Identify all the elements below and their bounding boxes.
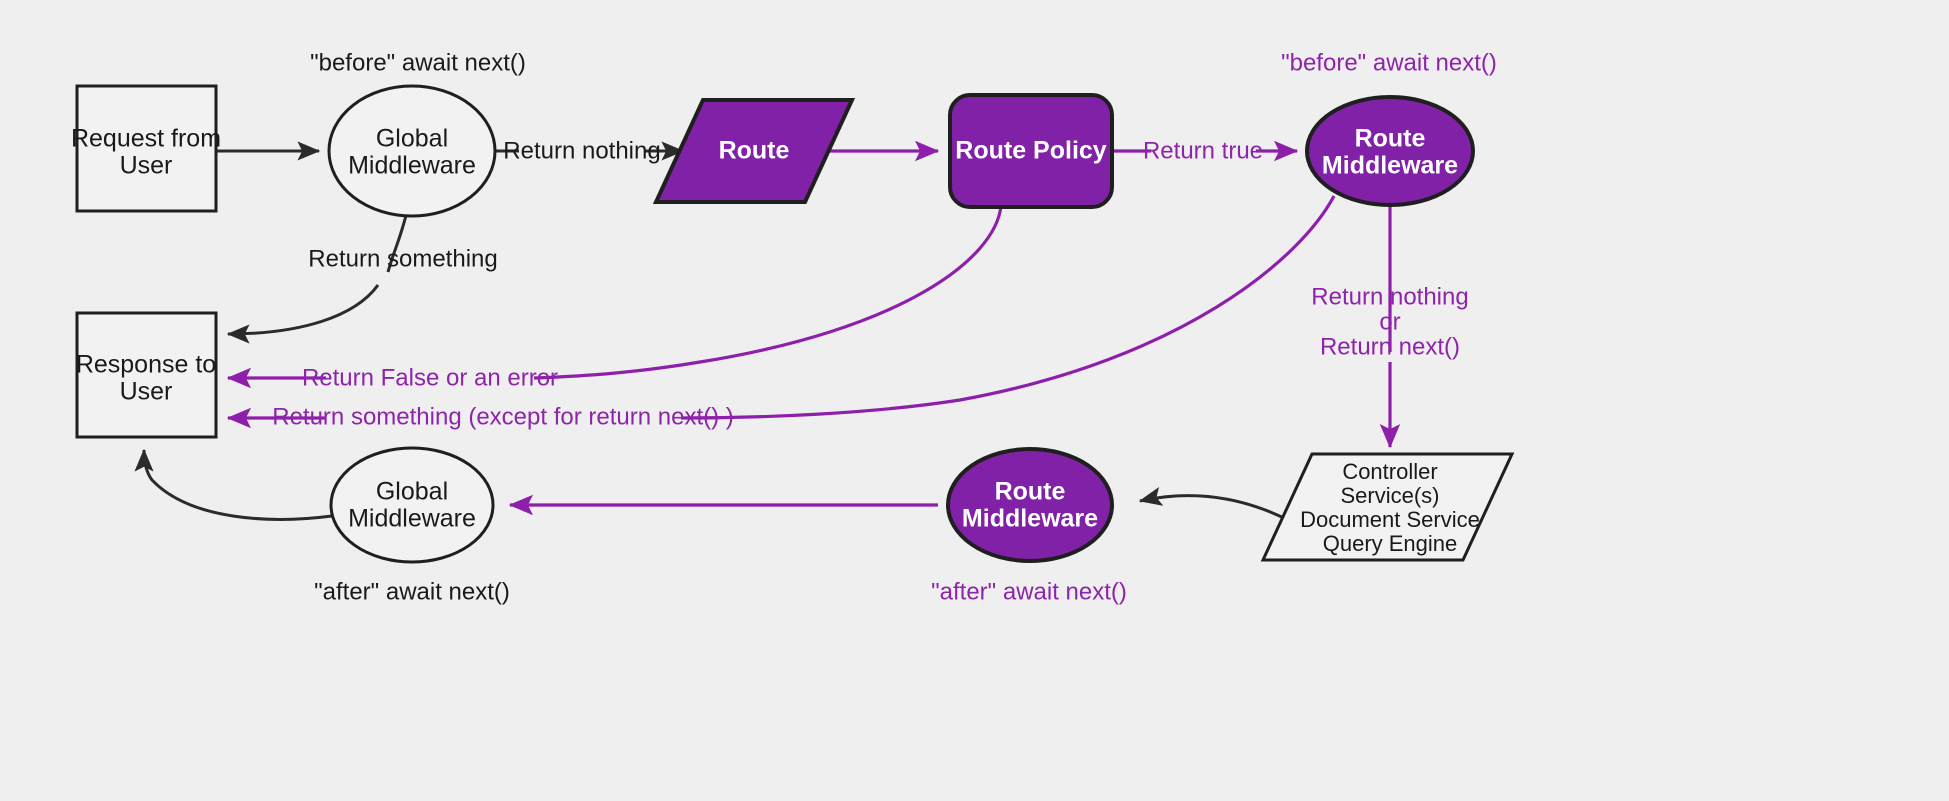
edge-label-return-true: Return true	[1143, 137, 1263, 164]
global-middleware-bottom-label-line2: Middleware	[348, 505, 476, 533]
global-middleware-bottom-label-line1: Global	[376, 478, 448, 506]
edge-label-return-nothing-or-next-line1: Return nothing	[1311, 283, 1468, 310]
edge-label-return-nothing-or-next-line2: or	[1379, 308, 1400, 335]
global-middleware-top-label-line2: Middleware	[348, 152, 476, 180]
node-global-middleware-bottom[interactable]: Global Middleware	[329, 446, 495, 564]
edge-label-return-something-except-next: Return something (except for return next…	[272, 403, 734, 430]
edge-route-middleware-to-response-curve	[680, 195, 1336, 420]
global-middleware-bottom-shape	[329, 446, 495, 564]
controller-label-line4: Query Engine	[1323, 531, 1458, 556]
edge-route-policy-to-response-curve	[533, 205, 1003, 380]
node-route[interactable]: Route	[652, 98, 856, 204]
response-to-user-shape	[75, 311, 218, 439]
request-from-user-label-line1: Request from	[71, 125, 221, 153]
edge-label-return-something: Return something	[308, 245, 497, 272]
annotation-after-await-next-global: "after" await next()	[314, 578, 510, 605]
route-middleware-bottom-shape	[946, 447, 1114, 563]
node-response-to-user[interactable]: Response to User	[75, 311, 218, 439]
route-label: Route	[719, 137, 790, 165]
edge-controller-to-route-middleware-bottom	[1138, 486, 1289, 522]
edge-global-middleware-bottom-to-response	[134, 448, 333, 521]
global-middleware-top-label-line1: Global	[376, 125, 448, 153]
annotation-before-await-next-global: "before" await next()	[310, 49, 526, 76]
annotation-after-await-next-route: "after" await next()	[931, 578, 1127, 605]
edge-label-return-false-or-error: Return False or an error	[302, 364, 558, 391]
route-policy-shape	[948, 93, 1114, 209]
route-middleware-top-shape	[1305, 95, 1475, 207]
annotation-before-await-next-route: "before" await next()	[1281, 49, 1497, 76]
node-request-from-user[interactable]: Request from User	[71, 84, 221, 213]
route-shape	[652, 98, 856, 204]
response-to-user-label-line2: User	[120, 378, 173, 406]
global-middleware-top-shape	[327, 84, 497, 218]
route-middleware-top-label-line2: Middleware	[1322, 152, 1458, 180]
response-to-user-label-line1: Response to	[76, 351, 216, 379]
request-from-user-shape	[75, 84, 218, 213]
controller-label-line3: Document Service	[1300, 507, 1480, 532]
node-route-middleware-bottom[interactable]: Route Middleware	[946, 447, 1114, 563]
node-route-policy[interactable]: Route Policy	[948, 93, 1114, 209]
route-middleware-bottom-label-line2: Middleware	[962, 505, 1098, 533]
route-middleware-bottom-label-line1: Route	[995, 478, 1066, 506]
request-from-user-label-line2: User	[120, 152, 173, 180]
route-policy-label: Route Policy	[955, 137, 1107, 165]
node-controller-services[interactable]: Controller Service(s) Document Service Q…	[1260, 452, 1515, 562]
edge-label-return-nothing: Return nothing	[503, 137, 660, 164]
edge-label-return-nothing-or-next-line3: Return next()	[1320, 333, 1460, 360]
route-middleware-top-label-line1: Route	[1355, 125, 1426, 153]
controller-label-line2: Service(s)	[1340, 483, 1439, 508]
controller-label-line1: Controller	[1342, 459, 1437, 484]
controller-services-shape	[1260, 452, 1515, 562]
node-route-middleware-top[interactable]: Route Middleware	[1305, 95, 1475, 207]
edge-global-middleware-to-response-lower	[226, 284, 380, 344]
node-global-middleware-top[interactable]: Global Middleware	[327, 84, 497, 218]
